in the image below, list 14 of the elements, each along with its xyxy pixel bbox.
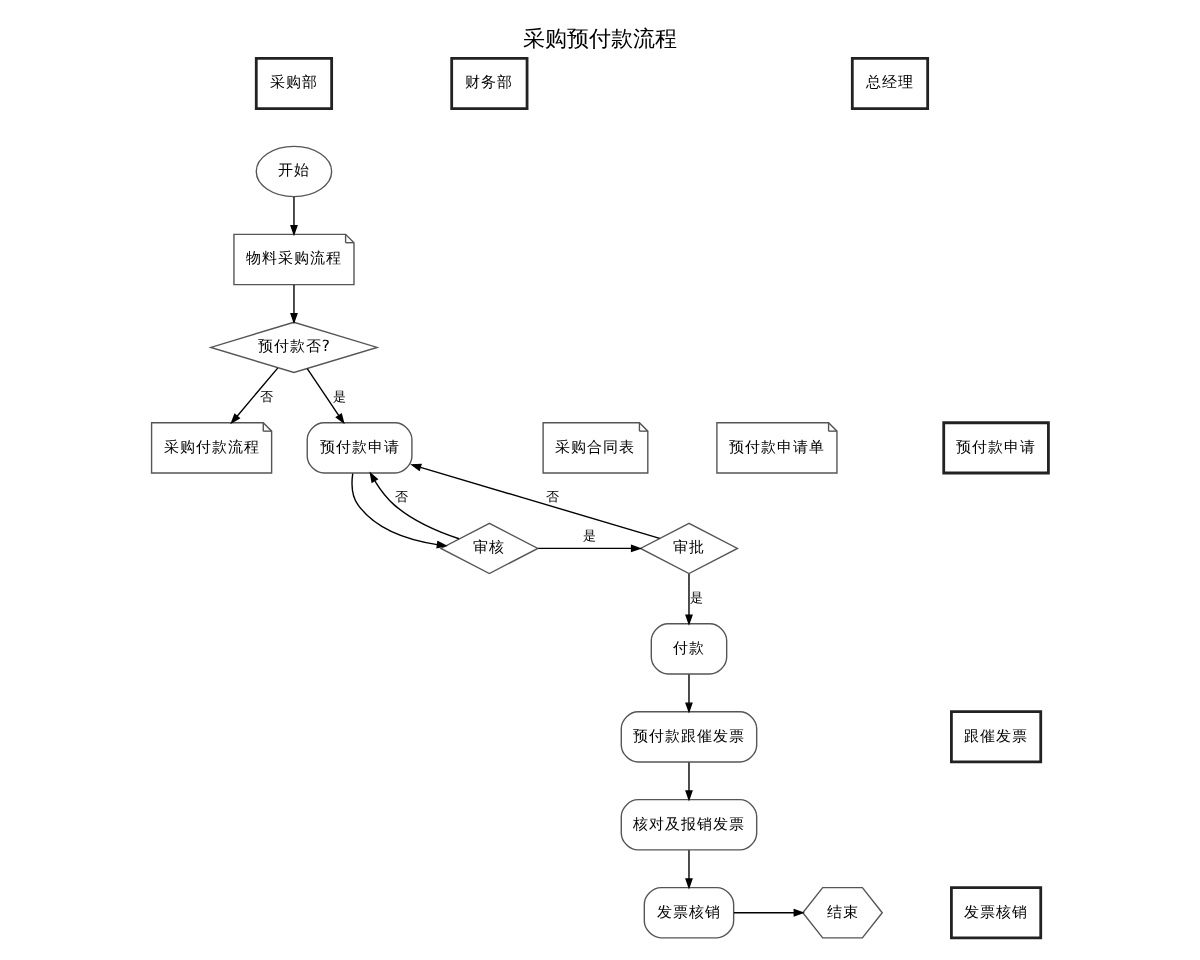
arrow xyxy=(685,673,693,714)
arrow xyxy=(351,472,448,549)
arrow xyxy=(733,908,805,917)
arrow xyxy=(410,463,661,539)
arrow xyxy=(230,367,279,425)
arrow xyxy=(290,196,298,237)
arrow xyxy=(290,284,298,325)
arrow xyxy=(369,471,460,540)
diagram-title: 采购预付款流程 xyxy=(523,25,677,52)
arrow xyxy=(685,761,693,802)
arrow xyxy=(537,544,643,553)
arrow xyxy=(685,573,693,626)
arrow xyxy=(306,367,345,425)
arrow xyxy=(685,849,693,890)
